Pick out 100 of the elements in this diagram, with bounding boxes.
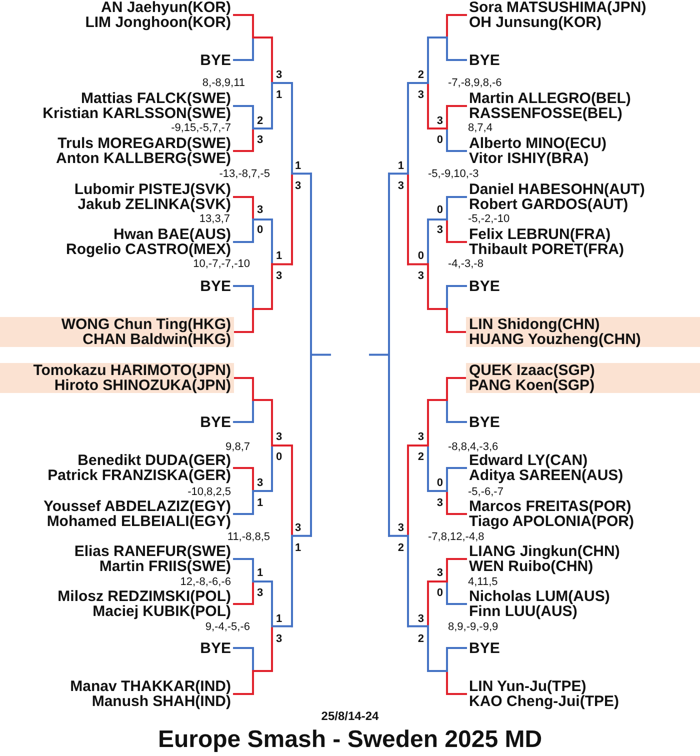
- player-name: LIM Jonghoon(KOR): [84, 15, 231, 30]
- set-score: 0: [436, 133, 443, 147]
- game-scores: -5,-6,-7: [468, 485, 504, 499]
- game-scores: 12,-8,-6,-6: [180, 575, 231, 589]
- bye-label: BYE: [199, 278, 231, 294]
- player-name: Martin FRIIS(SWE): [98, 559, 231, 574]
- game-scores: -13,-8,7,-5: [219, 167, 270, 181]
- player-name: Hwan BAE(AUS): [112, 227, 231, 242]
- game-scores: 4,11,5: [468, 575, 498, 589]
- set-score: 3: [257, 476, 264, 490]
- set-score: 1: [276, 88, 282, 102]
- player-name: KAO Cheng-Jui(TPE): [469, 694, 620, 709]
- set-score: 3: [276, 269, 282, 283]
- bye-label: BYE: [469, 640, 501, 656]
- game-scores: -5,-9,10,-3: [428, 167, 479, 181]
- player-name: Nicholas LUM(AUS): [469, 589, 611, 604]
- player-name: PANG Koen(SGP): [469, 378, 596, 393]
- player-name: Jakub ZELINKA(SVK): [76, 197, 231, 212]
- set-score: 2: [398, 541, 404, 555]
- player-name: Kristian KARLSSON(SWE): [42, 106, 231, 121]
- set-score: 0: [257, 223, 264, 237]
- set-score: 0: [436, 203, 443, 217]
- game-scores: 8,-8,9,11: [202, 76, 245, 90]
- player-name: Maciej KUBIK(POL): [92, 604, 231, 619]
- game-scores: 11,-8,8,5: [227, 530, 270, 544]
- set-score: 2: [418, 450, 424, 464]
- player-name: Thibault PORET(FRA): [469, 242, 625, 257]
- player-name: QUEK Izaac(SGP): [469, 363, 596, 378]
- bye-label: BYE: [469, 278, 501, 294]
- game-scores: -8,8,4,-3,6: [448, 440, 498, 454]
- game-scores: 13,3,7: [199, 212, 230, 226]
- player-name: Edward LY(CAN): [469, 453, 589, 468]
- player-name: Elias RANEFUR(SWE): [73, 544, 231, 559]
- set-score: 3: [295, 179, 302, 193]
- player-name: Tiago APOLONIA(POR): [469, 514, 635, 529]
- player-name: Mohamed ELBEIALI(EGY): [46, 514, 231, 529]
- set-score: 3: [436, 566, 443, 580]
- game-scores: 9,8,7: [226, 440, 250, 454]
- set-score: 1: [276, 249, 282, 263]
- set-score: 3: [295, 521, 302, 535]
- player-name: Mattias FALCK(SWE): [80, 91, 231, 106]
- player-name: Patrick FRANZISKA(GER): [46, 468, 231, 483]
- player-name: Tomokazu HARIMOTO(JPN): [32, 363, 231, 378]
- player-name: Lubomir PISTEJ(SVK): [73, 182, 231, 197]
- game-scores: -7,-8,9,8,-6: [448, 76, 502, 90]
- set-score: 3: [398, 521, 404, 535]
- player-name: Vitor ISHIY(BRA): [469, 151, 589, 166]
- set-score: 3: [436, 223, 443, 237]
- set-score: 3: [436, 114, 443, 128]
- player-name: Hiroto SHINOZUKA(JPN): [53, 378, 231, 393]
- player-name: Felix LEBRUN(FRA): [469, 227, 612, 242]
- set-score: 3: [418, 612, 424, 626]
- game-scores: -9,15,-5,7,-7: [171, 122, 231, 135]
- game-scores: -10,8,2,5: [188, 485, 231, 499]
- player-name: Aditya SAREEN(AUS): [469, 468, 624, 483]
- bye-label: BYE: [199, 640, 231, 656]
- player-name: LIN Shidong(CHN): [469, 317, 601, 332]
- bye-label: BYE: [199, 52, 231, 68]
- player-name: Rogelio CASTRO(MEX): [65, 242, 231, 257]
- player-name: Manav THAKKAR(IND): [69, 679, 231, 694]
- diagram-title: Europe Smash - Sweden 2025 MD: [158, 726, 542, 754]
- player-name: CHAN Baldwin(HKG): [82, 332, 231, 347]
- set-score: 2: [418, 68, 424, 82]
- game-scores: -7,8,12,-4,8: [428, 530, 484, 544]
- set-score: 2: [418, 632, 424, 646]
- player-name: LIN Yun-Ju(TPE): [469, 679, 588, 694]
- player-name: OH Junsung(KOR): [469, 15, 602, 30]
- set-score: 0: [436, 586, 443, 600]
- game-scores: 9,-4,-5,-6: [205, 620, 250, 634]
- game-scores: -5,-2,-10: [468, 212, 510, 226]
- set-score: 1: [295, 159, 302, 173]
- set-score: 3: [418, 88, 424, 102]
- set-score: 3: [276, 68, 282, 82]
- player-name: AN Jaehyun(KOR): [100, 0, 231, 15]
- set-score: 3: [418, 269, 424, 283]
- set-score: 3: [257, 586, 264, 600]
- set-score: 3: [436, 496, 443, 510]
- player-name: Milosz REDZIMSKI(POL): [56, 589, 231, 604]
- set-score: 1: [257, 496, 264, 510]
- player-name: Anton KALLBERG(SWE): [55, 151, 231, 166]
- player-name: WEN Ruibo(CHN): [469, 559, 594, 574]
- set-score: 3: [257, 203, 264, 217]
- set-score: 3: [418, 430, 424, 444]
- player-name: RASSENFOSSE(BEL): [469, 106, 622, 121]
- game-scores: 10,-7,-7,-10: [193, 258, 250, 271]
- set-score: 3: [276, 430, 282, 444]
- player-name: Robert GARDOS(AUT): [469, 197, 628, 212]
- set-score: 1: [257, 566, 264, 580]
- set-score: 0: [418, 249, 424, 263]
- set-score: 2: [257, 114, 264, 128]
- player-name: Manush SHAH(IND): [90, 694, 231, 709]
- player-name: HUANG Youzheng(CHN): [469, 332, 642, 347]
- player-name: Finn LUU(AUS): [469, 604, 578, 619]
- game-scores: -4,-3,-8: [448, 257, 484, 271]
- player-name: WONG Chun Ting(HKG): [60, 317, 231, 332]
- set-score: 0: [436, 476, 443, 490]
- player-name: Sora MATSUSHIMA(JPN): [469, 0, 648, 15]
- set-score: 1: [276, 612, 282, 626]
- player-name: Truls MOREGARD(SWE): [56, 136, 231, 151]
- set-score: 1: [295, 541, 302, 555]
